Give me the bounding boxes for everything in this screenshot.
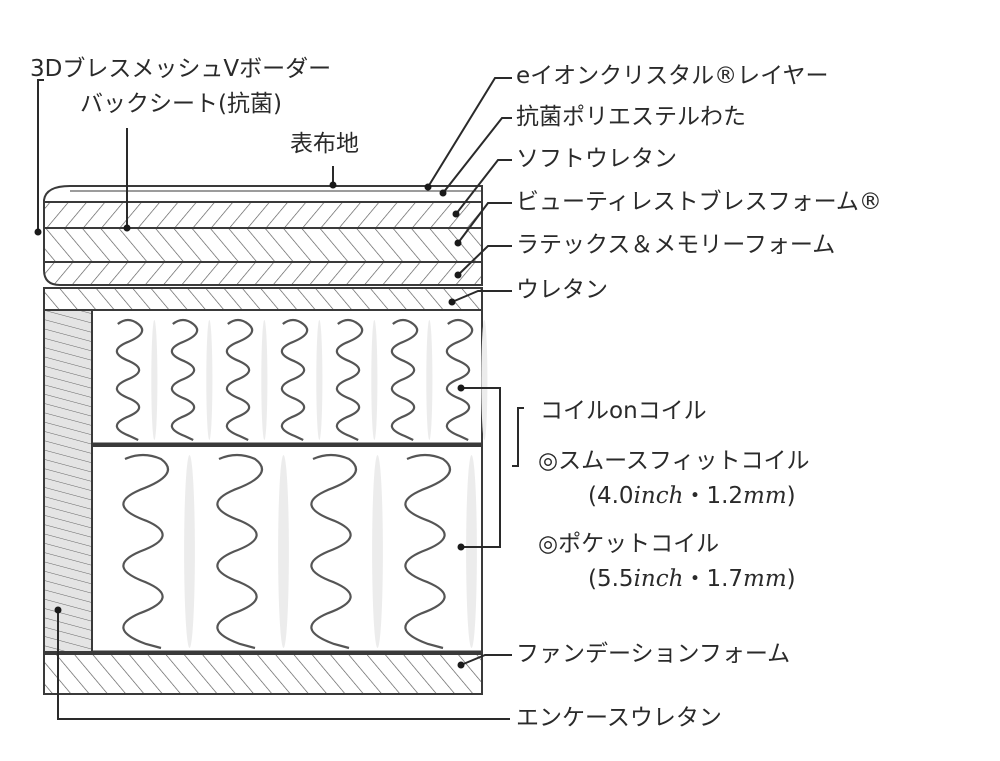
layer-latex-memory xyxy=(43,261,483,286)
upper-coil xyxy=(170,318,199,441)
coil-pocket-shade xyxy=(316,320,323,440)
label-latex-memory: ラテックス＆メモリーフォーム xyxy=(516,232,836,258)
coil-pocket-shade xyxy=(206,320,213,440)
pocket-coil xyxy=(216,453,263,650)
upper-coil xyxy=(225,318,254,441)
foundation-foam xyxy=(43,653,483,695)
label-encase: エンケースウレタン xyxy=(516,705,722,731)
label-urethane: ウレタン xyxy=(516,277,608,303)
pocket-coil xyxy=(310,453,357,650)
label-soft-urethane: ソフトウレタン xyxy=(516,146,677,172)
cover-layer xyxy=(43,185,483,228)
upper-coil-block xyxy=(91,309,483,445)
label-smooth-fit-spec: (4.0inch・1.2mm) xyxy=(588,483,796,509)
label-crystal-layer: eイオンクリスタル®レイヤー xyxy=(516,63,829,89)
label-pocket-coil: ◎ポケットコイル xyxy=(538,531,720,557)
label-breath-foam: ビューティレストブレスフォーム® xyxy=(516,189,882,215)
label-polyester: 抗菌ポリエステルわた xyxy=(516,104,746,130)
coil-pocket-shade xyxy=(261,320,268,440)
upper-coil xyxy=(280,318,309,441)
upper-coil xyxy=(445,318,474,441)
label-pocket-coil-spec: (5.5inch・1.7mm) xyxy=(588,566,796,592)
pocket-coil xyxy=(122,453,169,650)
layer-breath-foam xyxy=(43,227,483,263)
label-smooth-fit: ◎スムースフィットコイル xyxy=(538,448,810,474)
label-foundation: ファンデーションフォーム xyxy=(516,641,791,667)
coil-pocket-shade xyxy=(184,455,195,648)
coil-pocket-shade xyxy=(466,455,477,648)
layer-urethane xyxy=(43,287,483,311)
coil-pocket-shade xyxy=(426,320,433,440)
label-back-sheet: バックシート(抗菌) xyxy=(80,91,282,117)
upper-coil xyxy=(390,318,419,441)
label-coil-on-coil: コイルonコイル xyxy=(540,398,707,424)
upper-coil xyxy=(335,318,364,441)
upper-coil xyxy=(115,318,144,441)
coil-pocket-shade xyxy=(371,320,378,440)
pocket-coil xyxy=(404,453,451,650)
layer-soft-urethane xyxy=(43,201,483,229)
coil-pocket-shade xyxy=(278,455,289,648)
encase-urethane xyxy=(43,309,93,653)
coil-pocket-shade xyxy=(151,320,158,440)
coil-pocket-shade xyxy=(481,320,488,440)
label-border: 3DブレスメッシュVボーダー xyxy=(30,56,332,82)
label-cover: 表布地 xyxy=(290,131,359,157)
coil-pocket-shade xyxy=(372,455,383,648)
